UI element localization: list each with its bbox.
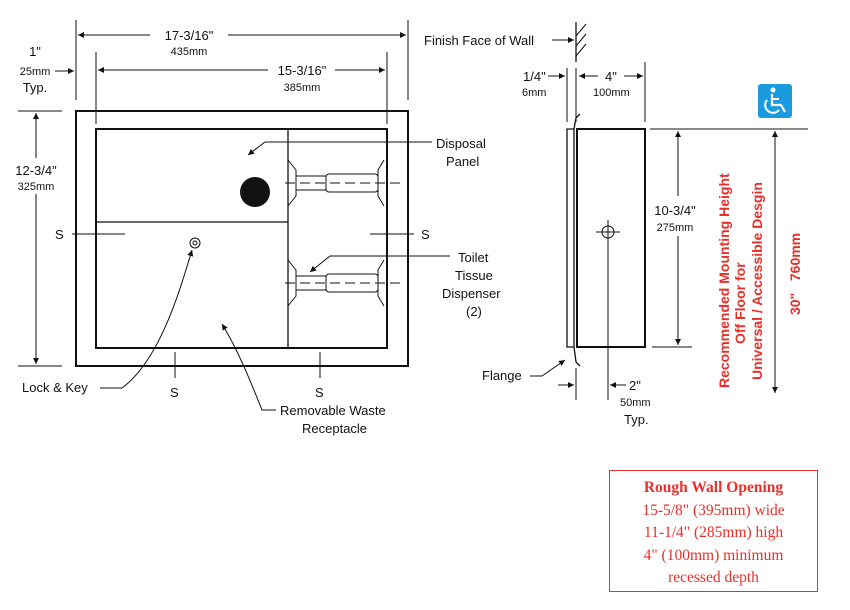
disposal-panel-callout-2: Panel bbox=[446, 154, 479, 169]
inner-width-metric: 385mm bbox=[284, 82, 321, 94]
screw-label-bottom-right: S bbox=[315, 385, 324, 400]
rough-wall-opening-box: Rough Wall Opening 15-5/8" (395mm) wide … bbox=[609, 470, 818, 592]
inner-body bbox=[95, 128, 388, 349]
wall-hatch bbox=[575, 23, 587, 57]
side-view: Finish Face of Wall 1/4" 6mm 4" 100mm 10… bbox=[424, 22, 808, 427]
waste-callout-2: Receptacle bbox=[302, 421, 367, 436]
center-mark bbox=[596, 220, 620, 400]
lock-icon bbox=[189, 237, 201, 249]
screw-label-bottom-left: S bbox=[170, 385, 179, 400]
tissue-callout-3: Dispenser bbox=[442, 286, 501, 301]
tissue-roll-lower bbox=[285, 259, 400, 307]
center-offset-metric: 50mm bbox=[620, 397, 651, 409]
waste-callout-1: Removable Waste bbox=[280, 403, 386, 418]
flange-label: Flange bbox=[482, 368, 522, 383]
screw-label-right: S bbox=[421, 227, 430, 242]
rough-opening-depth: 4" (100mm) minimum bbox=[643, 546, 784, 564]
rough-opening-depth-note: recessed depth bbox=[668, 569, 759, 586]
flange-depth-metric: 6mm bbox=[522, 87, 546, 99]
mounting-height-value: 30" 760mm bbox=[787, 233, 803, 315]
tissue-callout-4: (2) bbox=[466, 304, 482, 319]
flange-side bbox=[566, 128, 575, 348]
side-height-label: 10-3/4" bbox=[654, 203, 696, 218]
mounting-text-2: Off Floor for bbox=[732, 262, 748, 344]
rough-opening-title: Rough Wall Opening bbox=[643, 479, 784, 496]
disposal-opening bbox=[240, 177, 270, 207]
overall-width-label: 17-3/16" bbox=[165, 28, 214, 43]
rough-opening-width: 15-5/8" (395mm) wide bbox=[642, 501, 785, 519]
tissue-roll-upper bbox=[285, 159, 400, 207]
front-view: 17-3/16" 435mm 15-3/16" 385mm 1" 25mm Ty… bbox=[15, 20, 501, 436]
depth-label: 4" bbox=[605, 69, 617, 84]
wall-label: Finish Face of Wall bbox=[424, 33, 534, 48]
inner-width-label: 15-3/16" bbox=[278, 63, 327, 78]
depth-metric: 100mm bbox=[593, 87, 630, 99]
mounting-text-3: Universal / Accessible Desgin bbox=[749, 182, 765, 380]
tissue-callout-1: Toilet bbox=[458, 250, 489, 265]
lock-key-callout: Lock & Key bbox=[22, 380, 88, 395]
flange-width-metric: 25mm bbox=[20, 66, 51, 78]
mounting-text-1: Recommended Mounting Height bbox=[716, 173, 732, 388]
center-offset-note: Typ. bbox=[624, 412, 649, 427]
rough-opening-height: 11-1/4" (285mm) high bbox=[643, 524, 784, 541]
flange-depth-label: 1/4" bbox=[523, 69, 546, 84]
overall-height-metric: 325mm bbox=[18, 181, 55, 193]
flange-width-label: 1" bbox=[29, 44, 41, 59]
disposal-panel-callout-1: Disposal bbox=[436, 136, 486, 151]
side-height-metric: 275mm bbox=[657, 222, 694, 234]
overall-height-label: 12-3/4" bbox=[15, 163, 57, 178]
screw-label-left: S bbox=[55, 227, 64, 242]
flange-width-note: Typ. bbox=[23, 80, 48, 95]
wheelchair-icon bbox=[758, 84, 792, 118]
center-offset-label: 2" bbox=[629, 378, 641, 393]
overall-width-metric: 435mm bbox=[171, 46, 208, 58]
tissue-callout-2: Tissue bbox=[455, 268, 493, 283]
cabinet-side bbox=[576, 128, 646, 348]
